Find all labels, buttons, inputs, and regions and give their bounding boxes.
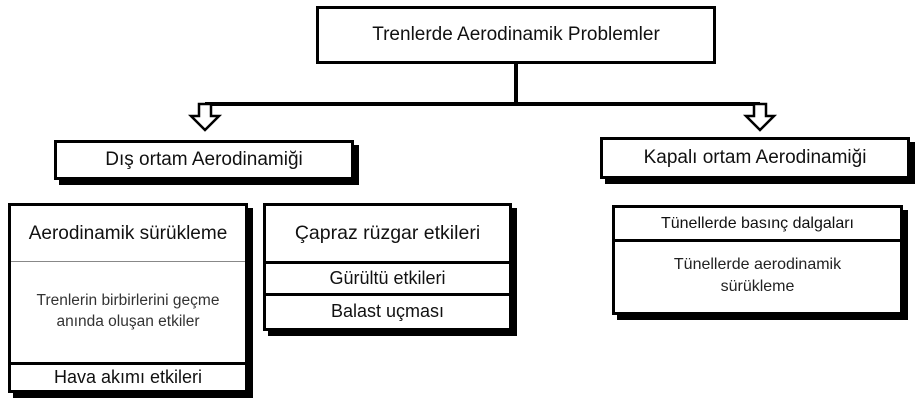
outer-item-ballast-label: Balast uçması <box>330 300 445 321</box>
outer-item-crosswind: Çapraz rüzgar etkileri <box>266 206 509 264</box>
branch-enclosed-label: Kapalı ortam Aerodinamiği <box>643 147 867 168</box>
outer-item-noise: Gürültü etkileri <box>266 264 509 296</box>
arrow-right-icon <box>742 102 778 132</box>
enclosed-item-drag-label: Tünellerde aerodinamik sürükleme <box>673 256 842 295</box>
outer-group-2: Çapraz rüzgar etkileri Gürültü etkileri … <box>263 203 512 331</box>
outer-item-drag-label: Aerodinamik sürükleme <box>28 222 228 244</box>
root-node: Trenlerde Aerodinamik Problemler <box>316 6 716 64</box>
outer-item-drag: Aerodinamik sürükleme <box>11 206 245 262</box>
outer-item-ballast: Balast uçması <box>266 296 509 326</box>
branch-enclosed-node: Kapalı ortam Aerodinamiği <box>600 137 910 179</box>
outer-item-airflow: Hava akımı etkileri <box>11 365 245 390</box>
outer-item-crosswind-label: Çapraz rüzgar etkileri <box>294 222 481 245</box>
branch-outer-label: Dış ortam Aerodinamiği <box>105 149 303 170</box>
arrow-left-icon <box>187 102 223 132</box>
root-label: Trenlerde Aerodinamik Problemler <box>372 24 660 45</box>
enclosed-item-drag: Tünellerde aerodinamik sürükleme <box>615 242 900 310</box>
enclosed-item-pressure-label: Tünellerde basınç dalgaları <box>660 214 854 232</box>
outer-item-noise-label: Gürültü etkileri <box>329 268 446 289</box>
outer-item-airflow-label: Hava akımı etkileri <box>53 367 203 388</box>
enclosed-group-1: Tünellerde basınç dalgaları Tünellerde a… <box>612 205 903 315</box>
outer-item-passing: Trenlerin birbirlerini geçme anında oluş… <box>11 262 245 365</box>
outer-group-1: Aerodinamik sürükleme Trenlerin birbirle… <box>8 203 248 393</box>
outer-item-passing-label: Trenlerin birbirlerini geçme anında oluş… <box>36 292 220 330</box>
enclosed-item-pressure: Tünellerde basınç dalgaları <box>615 208 900 242</box>
branch-outer-node: Dış ortam Aerodinamiği <box>54 140 354 180</box>
